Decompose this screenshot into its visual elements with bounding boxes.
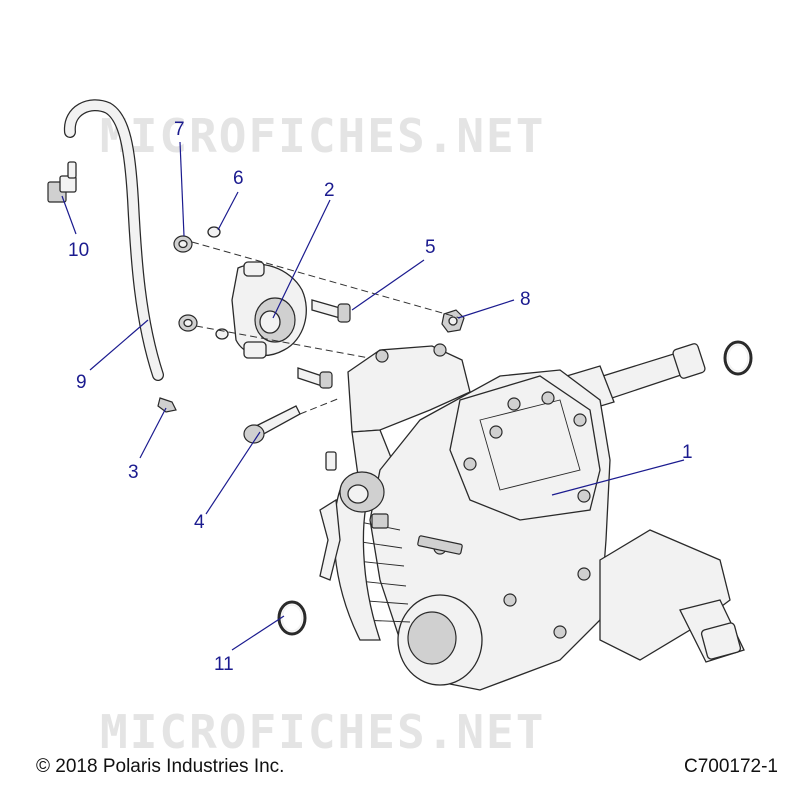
- callout-4: 4: [194, 512, 205, 533]
- callout-7: 7: [174, 119, 185, 140]
- part-o-ring-11: [277, 600, 307, 636]
- callout-10: 10: [68, 240, 89, 261]
- assembly-lines: [191, 241, 461, 415]
- callout-9: 9: [76, 372, 87, 393]
- part-o-ring-right: [723, 340, 753, 376]
- callout-3: 3: [128, 462, 139, 483]
- drawing-number: C700172-1: [683, 756, 778, 777]
- copyright-text: © 2018 Polaris Industries Inc.: [36, 756, 285, 777]
- part-nut-upper: [173, 235, 193, 253]
- part-nut-8: [441, 309, 465, 333]
- part-vent-fitting: [47, 161, 77, 203]
- part-bolt-upper: [311, 299, 351, 323]
- part-bolt-lower: [297, 367, 333, 389]
- part-nut-lower: [178, 314, 198, 332]
- part-clip: [157, 397, 177, 413]
- part-vent-hose: [63, 99, 164, 381]
- watermark-bottom: MICROFICHES.NET: [100, 705, 545, 759]
- callout-11: 11: [214, 654, 234, 675]
- part-washer-upper: [207, 226, 221, 238]
- callout-1: 1: [682, 442, 693, 463]
- callout-5: 5: [425, 237, 436, 258]
- part-transmission-assembly: [319, 343, 745, 691]
- part-washer-lower: [215, 328, 229, 340]
- leader-lines: [61, 141, 685, 651]
- part-sensor-housing: [231, 261, 307, 359]
- callouts: 1 2 3 4 5 6 7 8 9 10 11: [68, 119, 693, 675]
- callout-8: 8: [520, 289, 531, 310]
- callout-2: 2: [324, 180, 335, 201]
- callout-6: 6: [233, 168, 244, 189]
- watermark-top: MICROFICHES.NET: [100, 109, 545, 163]
- part-long-bolt: [243, 405, 301, 444]
